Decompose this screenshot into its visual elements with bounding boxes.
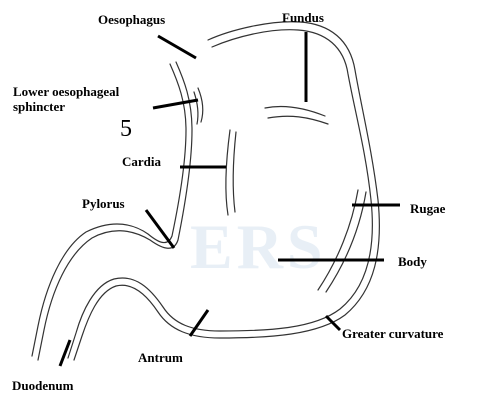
label-duodenum: Duodenum bbox=[12, 378, 73, 393]
cardia-wall-2 bbox=[233, 132, 236, 212]
label-cardia: Cardia bbox=[122, 154, 161, 169]
label-sphincter-line1: Lower oesophageal bbox=[13, 84, 119, 99]
rugae-fold-2 bbox=[326, 192, 366, 292]
sphincter-wall-2 bbox=[194, 92, 198, 124]
sphincter-leader bbox=[153, 100, 198, 108]
label-antrum: Antrum bbox=[138, 350, 183, 365]
fundus-fold-2 bbox=[268, 116, 328, 124]
outer-wall-line bbox=[74, 22, 379, 360]
label-rugae: Rugae bbox=[410, 201, 445, 216]
label-body: Body bbox=[398, 254, 427, 269]
greater-curvature-leader bbox=[326, 316, 340, 330]
label-greater-curvature: Greater curvature bbox=[342, 326, 443, 341]
outer-wall-line-2 bbox=[68, 30, 372, 358]
cardia-wall bbox=[226, 130, 230, 215]
antrum-leader bbox=[190, 310, 208, 336]
label-pylorus: Pylorus bbox=[82, 196, 125, 211]
figure-number: 5 bbox=[120, 116, 132, 143]
oesophagus-leader bbox=[158, 36, 196, 58]
label-oesophagus: Oesophagus bbox=[98, 12, 165, 27]
fundus-fold bbox=[265, 106, 325, 116]
label-fundus: Fundus bbox=[282, 10, 324, 25]
sphincter-wall bbox=[198, 88, 203, 122]
duodenum-leader bbox=[60, 340, 70, 366]
label-lower-oesophageal-sphincter: Lower oesophageal sphincter bbox=[13, 84, 119, 114]
label-sphincter-line2: sphincter bbox=[13, 99, 119, 114]
stomach-outline bbox=[32, 22, 379, 360]
